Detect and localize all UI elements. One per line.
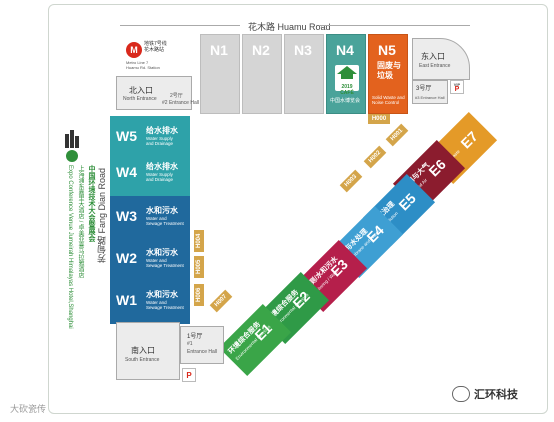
gate-h000: H000 (368, 114, 390, 124)
north-entrance-label-en: North Entrance (123, 96, 157, 102)
hall-w4-en-1: Water Supply (146, 172, 173, 177)
south-entrance-label: 南入口 (131, 346, 155, 355)
metro-line: 地铁7号线 (144, 41, 167, 47)
hall3-label-en: #3 Entrance Hall (415, 95, 445, 100)
north-entrance-label: 北入口 (129, 86, 153, 95)
hall-e5-id: E5 (395, 190, 419, 214)
hall-w1-id: W1 (116, 292, 137, 308)
watermark-left-text: 大砍瓷传 (10, 404, 47, 414)
cafe-badge: 2019 CAFÉ (335, 65, 359, 96)
gate-h005: H005 (194, 256, 204, 278)
gate-h004: H004 (194, 230, 204, 252)
road-line-top (120, 25, 240, 26)
vip-label: VIP (453, 81, 461, 87)
venue-address-cn: 上海浦东嘉里大酒店 / 卓美亚喜马拉雅酒店 (77, 165, 83, 279)
house-icon (337, 66, 357, 79)
hall1-label: 1号厅 (187, 334, 203, 340)
hall-w5-en-1: Water Supply (146, 136, 173, 141)
wechat-icon (452, 386, 470, 402)
hall-w2-id: W2 (116, 250, 137, 266)
hall-n4-id: N4 (336, 42, 354, 58)
hall-w5-en-2: and Drainage (146, 141, 174, 146)
road-fangdian: 芳甸路 Fang Dian Road (97, 168, 107, 264)
hall-w3-en-1: Water and (146, 216, 167, 221)
south-entrance-label-en: South Entrance (125, 357, 160, 363)
north-entrance: 北入口 North Entrance (116, 76, 192, 110)
venue-pin-icon (66, 150, 78, 162)
metro-icon: M (126, 42, 142, 58)
gate-h006: H006 (194, 284, 204, 306)
hall-w3-en-2: Sewage Treatment (146, 221, 184, 226)
hall-w5-cn: 给水排水 (146, 126, 178, 135)
hall-e7-id: E7 (457, 128, 481, 152)
hall-n5[interactable]: N5 固废与垃圾 Solid Waste and Noise Control (368, 34, 408, 114)
building-icon (64, 128, 80, 148)
hall-n5-id: N5 (378, 42, 396, 58)
hall-n3[interactable]: N3 (284, 34, 324, 114)
metro-line-en: Metro Line 7 (126, 60, 149, 65)
watermark-right-text: 汇环科技 (474, 389, 518, 401)
watermark-left: 大砍瓷传 (10, 402, 46, 415)
metro-station: 花木路站 (144, 47, 165, 53)
hall3-entrance: 3号厅 #3 Entrance Hall (412, 80, 448, 104)
south-entrance: 南入口 South Entrance (116, 322, 180, 380)
hall1-label-en: Entrance Hall (187, 349, 218, 355)
hall-w2-en-2: Sewage Treatment (146, 263, 184, 268)
hall-n2-id: N2 (252, 42, 270, 58)
hall-w1-en-1: Water and (146, 300, 167, 305)
metro-station-en: Huamu Rd. Station (126, 65, 160, 70)
hall-w2-en-1: Water and (146, 258, 167, 263)
hall-w3-id: W3 (116, 208, 137, 224)
hall-n1-id: N1 (210, 42, 228, 58)
hall-n5-en: Solid Waste and Noise Control (372, 95, 405, 105)
hall3-label: 3号厅 (416, 86, 432, 92)
hall-w3-cn: 水和污水 (146, 206, 178, 215)
hall-e6-id: E6 (425, 156, 449, 180)
hall-w2-cn: 水和污水 (146, 248, 178, 257)
east-entrance: 东入口 East Entrance (412, 38, 470, 80)
watermark-right: 汇环科技 (452, 386, 518, 402)
vip-parking: VIP P (450, 80, 464, 94)
hall-w4-en-2: and Drainage (146, 177, 174, 182)
map-frame (48, 4, 548, 414)
hall-n5-cn: 固废与垃圾 (377, 61, 401, 80)
hall-n2[interactable]: N2 (242, 34, 282, 114)
hall-w1-en-2: Sewage Treatment (146, 305, 184, 310)
south-parking-icon: P (182, 368, 196, 382)
hall1-entrance: 1号厅 #1 Entrance Hall (180, 326, 224, 364)
hall2-label-en: #2 Entrance Hall (162, 100, 199, 106)
hall2-label: 2号厅 (170, 93, 183, 99)
venue-address-en: Expo Conference Venue Jumeirah Himalayas… (67, 165, 73, 329)
venue-name: 中国环境技术大会暨展会 (88, 165, 95, 242)
hall-w4-id: W4 (116, 164, 137, 180)
hall-n3-id: N3 (294, 42, 312, 58)
hall-w1-cn: 水和污水 (146, 290, 178, 299)
road-huamu: 花木路 Huamu Road (248, 22, 331, 32)
east-entrance-label: 东入口 (421, 52, 445, 61)
cafe-badge-text: 2019 CAFÉ (340, 84, 354, 96)
hall-w4-cn: 给水排水 (146, 162, 178, 171)
hall1-num: #1 (187, 341, 193, 347)
hall-w5-id: W5 (116, 128, 137, 144)
hall-n4[interactable]: N4 2019 CAFÉ 中国水博览会 (326, 34, 366, 114)
hall-n1[interactable]: N1 (200, 34, 240, 114)
hall-n4-sub: 中国水博览会 (330, 98, 361, 104)
road-line-top-2 (320, 25, 470, 26)
vip-parking-icon: P (454, 85, 460, 93)
east-entrance-label-en: East Entrance (419, 63, 451, 69)
